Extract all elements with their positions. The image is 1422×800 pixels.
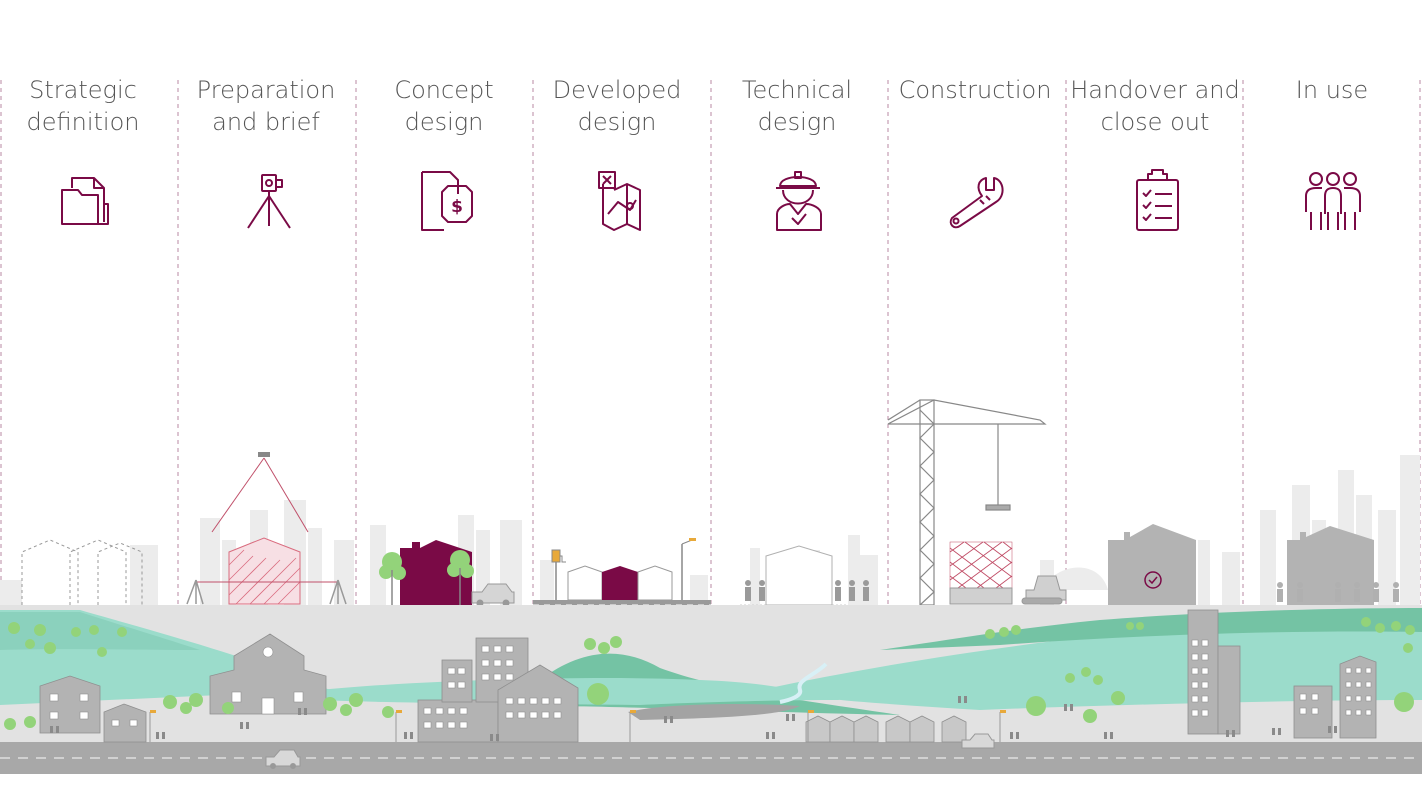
tree [447, 550, 474, 578]
terraced-houses [805, 715, 967, 743]
stream [779, 662, 828, 704]
pedestrians [50, 696, 1337, 741]
workers-group [745, 580, 869, 601]
construction-worker-icon [776, 171, 822, 231]
in-use-house [1277, 526, 1399, 605]
building-windows [49, 639, 1372, 729]
dashed-outline-houses [21, 539, 143, 605]
wrench-icon [949, 177, 1004, 229]
lamp-lights [150, 710, 1006, 713]
bulldozer [1021, 575, 1067, 605]
car [961, 733, 995, 749]
car [265, 749, 301, 769]
residents-group [1277, 582, 1399, 602]
stage-title-construction: Construction [898, 76, 1052, 104]
checklist-clipboard-icon [1136, 169, 1179, 231]
handover-house [1108, 524, 1196, 605]
svg-text:$: $ [451, 197, 463, 217]
street-lamps [149, 712, 1001, 742]
concept-house [379, 540, 515, 607]
survey-site [186, 452, 347, 605]
site-map-icon [598, 171, 641, 231]
river-right [760, 618, 1422, 710]
hill-left [0, 612, 200, 650]
surveyor-tripod-icon [247, 174, 291, 229]
building-under-construction [949, 541, 1013, 605]
people-group-icon [1305, 172, 1361, 230]
folder-icon [61, 177, 109, 225]
tree [379, 552, 406, 580]
car [471, 583, 515, 607]
cost-document-icon: $ [421, 171, 473, 231]
landscape-trees [4, 617, 1415, 730]
stage-title-in-use: In use [1295, 76, 1369, 104]
hill-right [880, 608, 1422, 650]
developed-street [533, 538, 711, 611]
